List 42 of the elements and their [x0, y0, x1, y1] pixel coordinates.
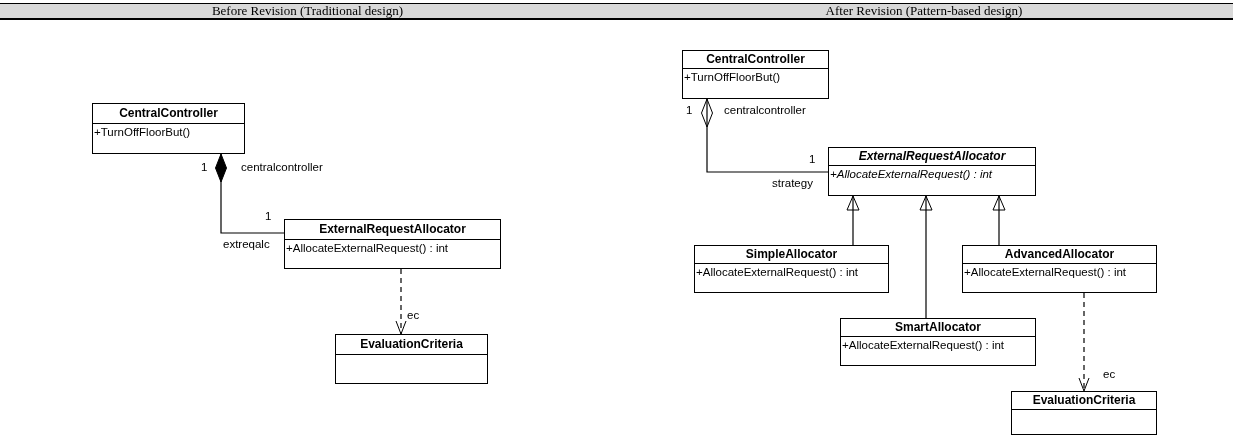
role-name: centralcontroller	[241, 161, 323, 174]
class-name: ExternalRequestAllocator	[285, 220, 500, 240]
class-box	[682, 50, 829, 99]
generalization-arrow	[846, 195, 860, 246]
dependency-arrow	[395, 268, 407, 335]
generalization-arrow	[992, 195, 1006, 246]
class-name: SmartAllocator	[841, 319, 1035, 337]
method-signature: +TurnOffFloorBut()	[683, 70, 782, 83]
class-box	[1011, 391, 1157, 435]
class-box	[962, 245, 1157, 293]
class-name: SimpleAllocator	[695, 246, 888, 264]
multiplicity: 1	[809, 153, 816, 166]
multiplicity: 1	[265, 210, 272, 223]
method-signature: +AllocateExternalRequest() : int	[963, 265, 1128, 278]
role-name: strategy	[772, 177, 813, 190]
column-header: After Revision (Pattern-based design)	[825, 4, 1023, 18]
class-name: AdvancedAllocator	[963, 246, 1156, 264]
multiplicity: 1	[201, 161, 208, 174]
class-name: CentralController	[683, 51, 828, 69]
dependency-arrow	[1078, 292, 1090, 392]
class-box	[694, 245, 889, 293]
class-name: CentralController	[93, 104, 244, 124]
column-header: Before Revision (Traditional design)	[211, 4, 404, 18]
method-signature: +AllocateExternalRequest() : int	[695, 265, 860, 278]
multiplicity: 1	[686, 104, 693, 117]
composition-connector	[215, 153, 285, 234]
class-box	[284, 219, 501, 269]
role-name: extreqalc	[223, 238, 270, 251]
class-name: ExternalRequestAllocator	[829, 148, 1035, 166]
method-signature: +AllocateExternalRequest() : int	[829, 167, 994, 180]
role-name: centralcontroller	[724, 104, 806, 117]
aggregation-connector	[701, 98, 829, 173]
class-box	[92, 103, 245, 154]
generalization-arrow	[919, 195, 933, 319]
method-signature: +AllocateExternalRequest() : int	[285, 241, 450, 254]
class-name: EvaluationCriteria	[1012, 392, 1156, 410]
class-box	[335, 334, 488, 384]
method-signature: +AllocateExternalRequest() : int	[841, 338, 1006, 351]
method-signature: +TurnOffFloorBut()	[93, 125, 192, 138]
class-name: EvaluationCriteria	[336, 335, 487, 355]
class-box	[840, 318, 1036, 366]
class-box	[828, 147, 1036, 196]
